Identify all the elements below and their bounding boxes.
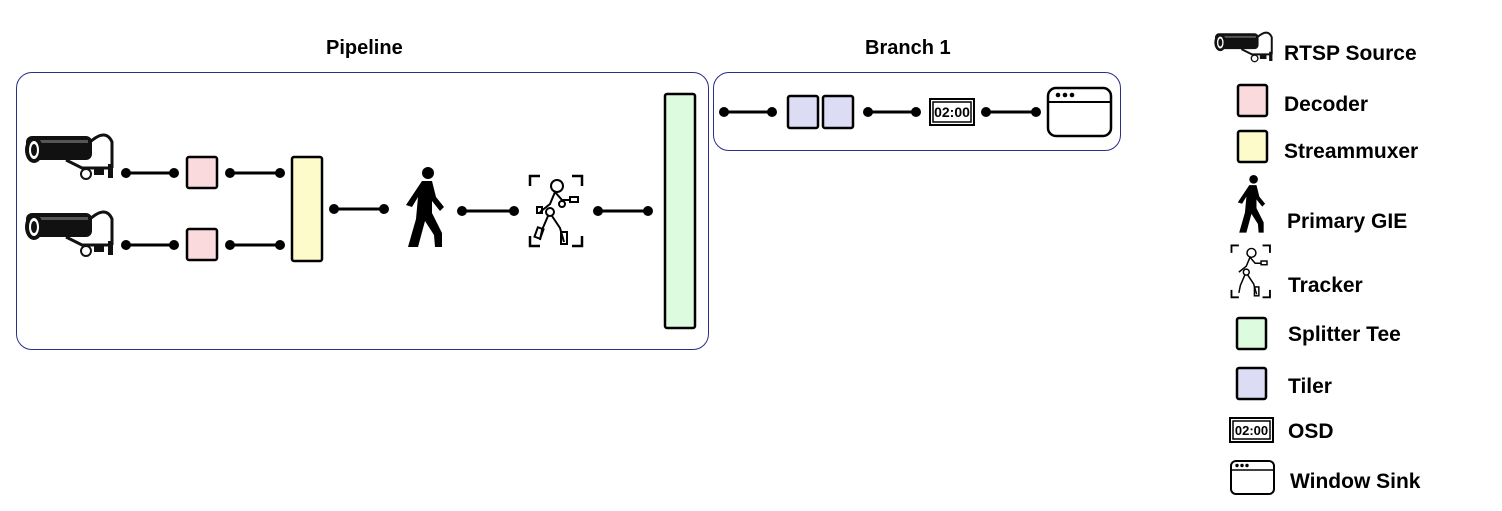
connector <box>126 110 1036 247</box>
legend-tiler-label: Tiler <box>1288 375 1332 398</box>
legend-osd-icon-text: 02:00 <box>1235 423 1268 438</box>
decoder-1 <box>185 155 219 190</box>
legend-splitter-tee-label: Splitter Tee <box>1288 323 1401 346</box>
osd-icon-text: 02:00 <box>934 104 970 120</box>
legend-streammuxer-swatch <box>1236 129 1269 164</box>
legend-rtsp-source-label: RTSP Source <box>1284 42 1417 65</box>
connector-dots <box>121 107 1041 250</box>
splitter-tee <box>663 92 697 330</box>
window-sink-icon <box>1046 86 1113 138</box>
legend-icons: 02:00 <box>1214 31 1275 495</box>
rtsp-source-1-icon <box>23 133 115 181</box>
legend-osd-label: OSD <box>1288 420 1334 443</box>
pipeline-diagram: 02:00 <box>23 86 1113 330</box>
legend-decoder-swatch <box>1236 83 1269 118</box>
decoder-2 <box>185 227 219 262</box>
legend-window-sink-icon <box>1230 460 1275 495</box>
legend-streammuxer-label: Streammuxer <box>1284 140 1419 163</box>
legend-decoder-label: Decoder <box>1284 93 1369 116</box>
streammuxer <box>290 155 324 263</box>
legend-tracker-label: Tracker <box>1288 274 1363 297</box>
legend-osd-icon: 02:00 <box>1229 417 1274 443</box>
legend-splitter-tee-swatch <box>1235 316 1268 351</box>
rtsp-source-2-icon <box>23 210 115 258</box>
primary-gie-icon <box>406 167 444 247</box>
tiler-1 <box>786 94 820 130</box>
tiler-2 <box>821 94 855 130</box>
legend-window-sink-label: Window Sink <box>1290 470 1421 493</box>
legend-tracker-icon <box>1230 244 1271 299</box>
legend-rtsp-source-icon <box>1214 31 1273 63</box>
pipeline-title: Pipeline <box>326 37 403 59</box>
branch-title: Branch 1 <box>865 37 951 59</box>
osd-icon: 02:00 <box>929 98 975 126</box>
legend-primary-gie-label: Primary GIE <box>1287 210 1408 233</box>
legend-primary-gie-icon <box>1237 175 1266 233</box>
legend-tiler-swatch <box>1235 366 1268 401</box>
tracker-icon <box>528 174 584 248</box>
